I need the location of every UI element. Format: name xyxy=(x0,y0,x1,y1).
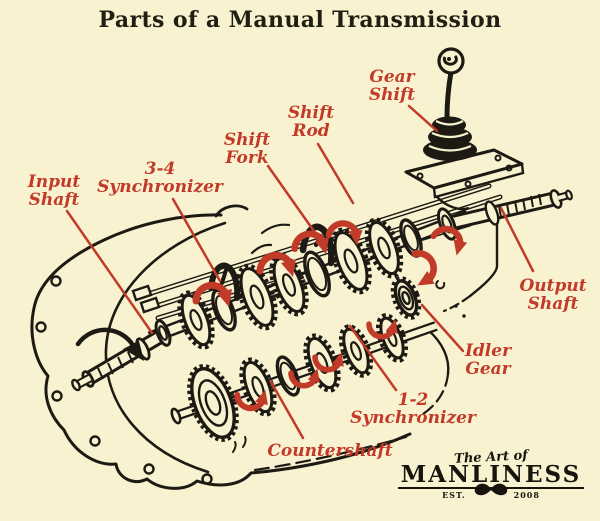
rotation-arrow xyxy=(192,281,232,307)
gear xyxy=(211,288,237,332)
input-rotation-arrow xyxy=(75,327,138,352)
mustache-icon xyxy=(474,483,508,496)
logo-year: 2008 xyxy=(513,490,540,500)
shifter-lever xyxy=(444,71,454,118)
rotation-arrow xyxy=(366,319,398,340)
countershaft-drawing xyxy=(170,276,438,442)
output-shaft-drawing xyxy=(453,189,573,230)
gear xyxy=(303,250,331,298)
rotation-arrow xyxy=(256,251,296,277)
gear xyxy=(303,333,341,393)
gear xyxy=(236,263,278,331)
bell-housing xyxy=(30,204,412,490)
case-outline xyxy=(232,212,499,472)
rotation-arrow xyxy=(411,249,437,286)
gear-shift-lever xyxy=(404,47,525,211)
shifter-boot xyxy=(423,116,477,161)
shifter-knob xyxy=(437,47,465,75)
gear xyxy=(177,290,215,350)
logo-rule xyxy=(398,483,584,496)
rotation-arrows xyxy=(192,220,468,412)
diagram-title: Parts of a Manual Transmission xyxy=(98,7,502,33)
gear xyxy=(390,276,422,320)
gear xyxy=(375,313,409,363)
gear xyxy=(330,227,372,295)
rotation-arrow xyxy=(430,225,468,256)
input-shaft-drawing xyxy=(71,325,172,392)
gear xyxy=(187,364,239,442)
leader-lines xyxy=(65,104,535,440)
label-countershaft: Countershaft xyxy=(267,441,393,461)
aom-logo: The Art of MANLINESS EST. 2008 xyxy=(398,448,584,500)
rotation-arrow xyxy=(291,230,329,255)
logo-est: EST. xyxy=(442,490,466,500)
logo-name: MANLINESS xyxy=(400,461,582,488)
rotation-arrow xyxy=(288,368,320,389)
rotation-arrow xyxy=(325,220,363,246)
gear xyxy=(364,217,404,279)
gear xyxy=(154,319,172,347)
rotation-arrow xyxy=(312,352,344,373)
rotation-arrow xyxy=(234,389,268,412)
